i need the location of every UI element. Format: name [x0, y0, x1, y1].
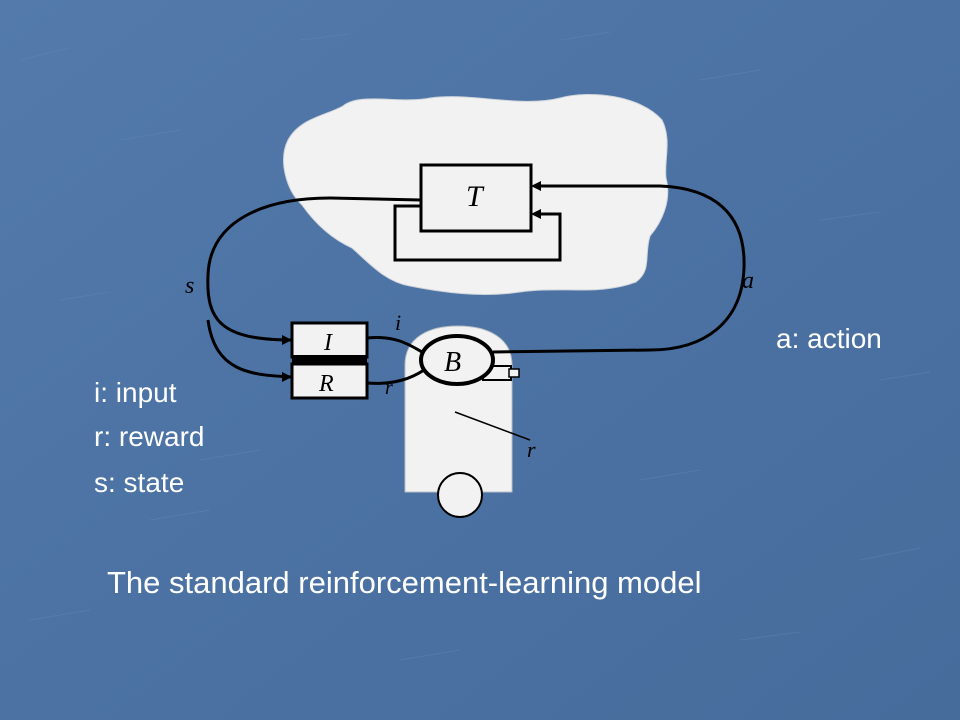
environment-box-label: T [466, 180, 485, 213]
edge-label-a: a [742, 268, 754, 294]
reward-signal-path [366, 368, 425, 385]
reward-box-label: R [318, 371, 334, 397]
policy-line [454, 411, 531, 441]
edge-label-s: s [185, 273, 194, 299]
environment-box [419, 163, 533, 233]
agent-label: B [444, 347, 461, 378]
input-box-label: I [323, 330, 333, 356]
legend-state: s: state [94, 467, 185, 498]
input-box [290, 321, 369, 359]
policy-label: r [527, 437, 536, 462]
input-signal-path [366, 335, 423, 354]
environment-feedback-loop [393, 204, 562, 262]
edge-label-r: r [385, 377, 393, 399]
legend-input: i: input [94, 377, 177, 408]
action-path [492, 184, 746, 354]
legend-reward: r: reward [94, 421, 205, 452]
reward-box [290, 362, 369, 400]
state-path [206, 196, 422, 342]
legend-action: a: action [776, 323, 882, 354]
agent-node [419, 334, 495, 386]
agent-wheel [437, 472, 483, 518]
edge-label-i: i [395, 310, 401, 335]
diagram-caption: The standard reinforcement-learning mode… [107, 565, 702, 600]
